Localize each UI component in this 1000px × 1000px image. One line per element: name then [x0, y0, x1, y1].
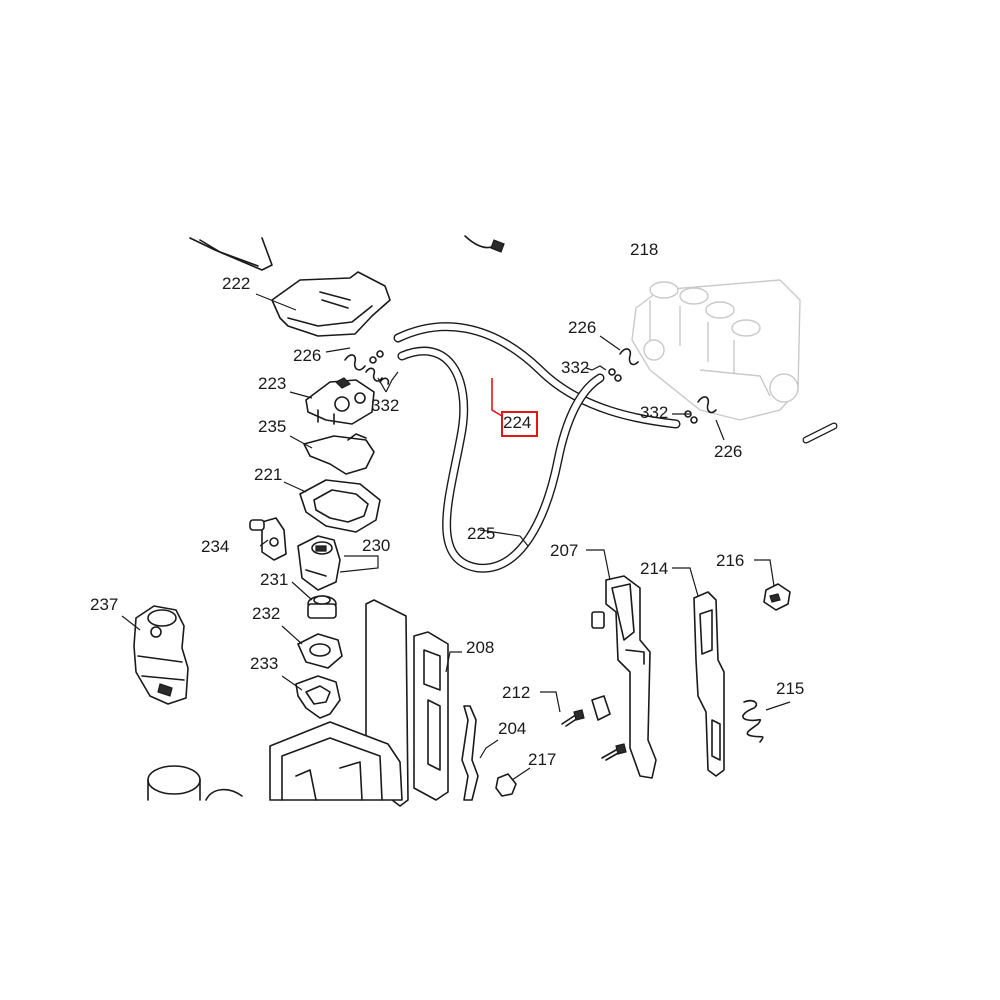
- part-207-rail: [591, 575, 657, 779]
- part-204-strap: [461, 705, 479, 801]
- label-232: 232: [252, 604, 281, 623]
- part-235-gasket: [303, 433, 375, 475]
- label-208: 208: [466, 638, 495, 657]
- label-215: 215: [776, 679, 805, 698]
- part-222-lid: [271, 271, 391, 337]
- part-234-holder: [249, 517, 287, 561]
- part-223-valve: [305, 377, 375, 425]
- part-218-valve-block: [631, 279, 801, 421]
- label-218: 218: [630, 240, 659, 259]
- label-223: 223: [258, 374, 287, 393]
- clips-left: [344, 350, 390, 385]
- label-225: 225: [467, 524, 496, 543]
- label-233: 233: [250, 654, 279, 673]
- part-221-seal: [299, 479, 381, 533]
- part-208-panel: [365, 599, 449, 807]
- part-225-hose: [397, 346, 605, 573]
- clips-right: [608, 348, 717, 424]
- highlight-box-224: [501, 411, 538, 437]
- base-housing: [269, 721, 403, 801]
- rod-right: [802, 422, 838, 444]
- part-215-spring: [742, 699, 764, 743]
- part-230-cap: [297, 535, 341, 591]
- label-226: 226: [293, 346, 322, 365]
- part-224-hose: [393, 322, 681, 429]
- cable-fragment: [464, 235, 505, 253]
- label-237: 237: [90, 595, 119, 614]
- label-226: 226: [568, 318, 597, 337]
- label-235: 235: [258, 417, 287, 436]
- part-212-screws: [561, 709, 627, 761]
- frame-part-top-left: [189, 237, 273, 271]
- label-214: 214: [640, 559, 669, 578]
- label-332: 332: [371, 396, 400, 415]
- label-332: 332: [561, 358, 590, 377]
- label-230: 230: [362, 536, 391, 555]
- round-cap: [147, 765, 243, 801]
- label-332: 332: [640, 403, 669, 422]
- label-216: 216: [716, 551, 745, 570]
- part-217-clip: [495, 773, 517, 797]
- part-237-valve: [133, 605, 189, 705]
- label-234: 234: [201, 537, 230, 556]
- label-217: 217: [528, 750, 557, 769]
- label-204: 204: [498, 719, 527, 738]
- part-214-rail: [693, 591, 725, 777]
- label-231: 231: [260, 570, 289, 589]
- part-216-clip: [763, 583, 791, 611]
- label-212: 212: [502, 683, 531, 702]
- label-221: 221: [254, 465, 283, 484]
- part-233-bracket: [295, 675, 341, 719]
- leader-lines: [121, 293, 791, 781]
- label-226: 226: [714, 442, 743, 461]
- part-232-seal-ring: [297, 633, 343, 669]
- label-224: 224: [503, 413, 532, 432]
- label-222: 222: [222, 274, 251, 293]
- label-207: 207: [550, 541, 579, 560]
- part-231-connector: [307, 595, 337, 619]
